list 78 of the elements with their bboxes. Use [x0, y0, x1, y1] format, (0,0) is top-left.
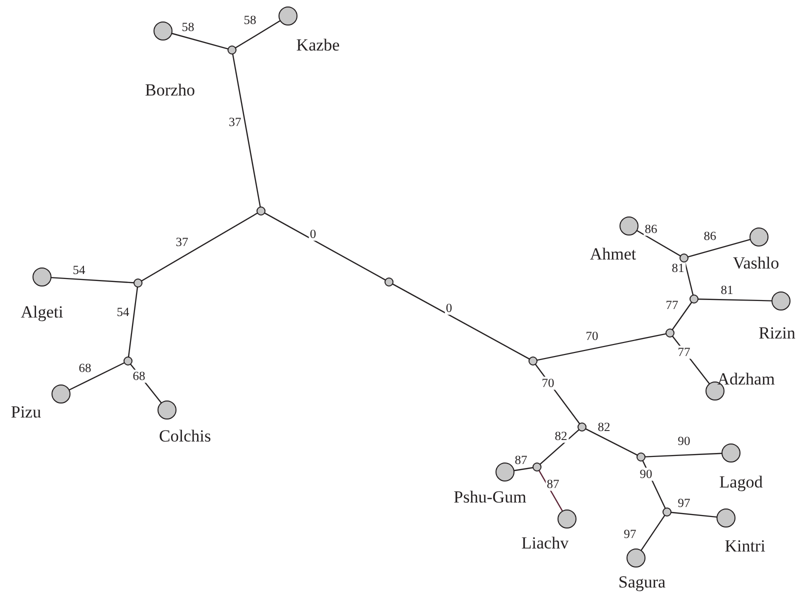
branch-point: [679, 253, 689, 263]
edge-label: 37: [174, 236, 190, 248]
taxon-label: Rizin: [758, 324, 796, 342]
tree-branch: [636, 230, 681, 256]
tree-branch: [536, 333, 666, 361]
tree-branch: [644, 452, 722, 458]
tree-branch: [514, 467, 534, 472]
tree-branch: [698, 298, 772, 302]
taxon-label: Adzham: [717, 370, 775, 388]
tree-branch: [540, 429, 580, 465]
edge-label: 87: [546, 478, 560, 490]
tree-branch: [688, 238, 750, 258]
tree-branch: [534, 364, 580, 424]
branch-point: [689, 294, 699, 304]
tree-branch: [68, 362, 125, 391]
edge-label: 86: [644, 222, 658, 236]
branch-point: [636, 452, 646, 462]
taxon-label: Kazbe: [296, 36, 340, 54]
branch-point: [384, 277, 394, 287]
edge-label: 81: [720, 284, 734, 296]
tree-branch: [235, 20, 281, 48]
edge-label: 37: [228, 116, 242, 128]
taxon-label: Liachv: [521, 534, 569, 552]
branch-point: [123, 356, 133, 366]
edge-label: 77: [664, 298, 680, 312]
edge-label: 68: [78, 362, 92, 374]
edge-label: 82: [554, 430, 568, 442]
branch-point: [133, 278, 143, 288]
taxon-label: Pshu-Gum: [454, 488, 526, 506]
edge-label: 97: [676, 496, 692, 510]
tree-branch: [538, 470, 564, 512]
edge-label: 70: [540, 376, 556, 390]
tree-branch: [672, 302, 692, 330]
tree-branch: [172, 32, 228, 50]
tree-branch: [670, 512, 718, 518]
tree-branch: [50, 276, 134, 284]
tree-branch: [640, 514, 666, 551]
tree-branch: [264, 212, 386, 281]
tree-branch: [585, 428, 638, 456]
tree-branch: [232, 54, 261, 208]
tree-branch: [128, 286, 138, 358]
edge-label: 58: [242, 14, 258, 26]
edge-label: 77: [676, 346, 692, 358]
taxon-label: Kintri: [724, 538, 766, 554]
taxon-label: Pizu: [10, 404, 42, 420]
edge-label: 90: [676, 434, 692, 448]
tree-branch: [642, 460, 666, 509]
edge-label: 58: [180, 20, 196, 34]
edge-label: 90: [638, 468, 654, 480]
edge-label: 82: [596, 420, 612, 434]
edge-label: 97: [622, 528, 638, 540]
branch-point: [665, 328, 675, 338]
taxon-label: Lagod: [719, 474, 763, 490]
branch-point: [577, 422, 587, 432]
taxon-label: Algeti: [20, 304, 64, 320]
branch-point: [256, 206, 266, 216]
tree-branch: [141, 212, 258, 282]
tree-branch: [684, 262, 694, 296]
edge-label: 70: [584, 330, 600, 342]
taxon-label: Sagura: [618, 574, 666, 590]
taxon-label: Borzho: [144, 82, 196, 98]
taxon-label: Vashlo: [732, 254, 780, 272]
edge-label: 87: [514, 454, 528, 466]
taxon-label: Ahmet: [590, 246, 636, 262]
taxon-label: Colchis: [159, 428, 211, 444]
edge-label: 81: [670, 262, 686, 274]
branch-point: [532, 462, 542, 472]
branch-point: [528, 356, 538, 366]
edge-label: 54: [116, 306, 130, 318]
tree-branch: [392, 283, 530, 360]
edge-label: 86: [702, 230, 718, 242]
edge-label: 0: [308, 228, 318, 240]
edge-label: 68: [132, 370, 146, 382]
tree-branch: [672, 336, 710, 384]
branch-point: [662, 507, 672, 517]
edge-label: 0: [444, 302, 454, 314]
edge-label: 54: [72, 264, 86, 276]
branch-point: [227, 45, 237, 55]
